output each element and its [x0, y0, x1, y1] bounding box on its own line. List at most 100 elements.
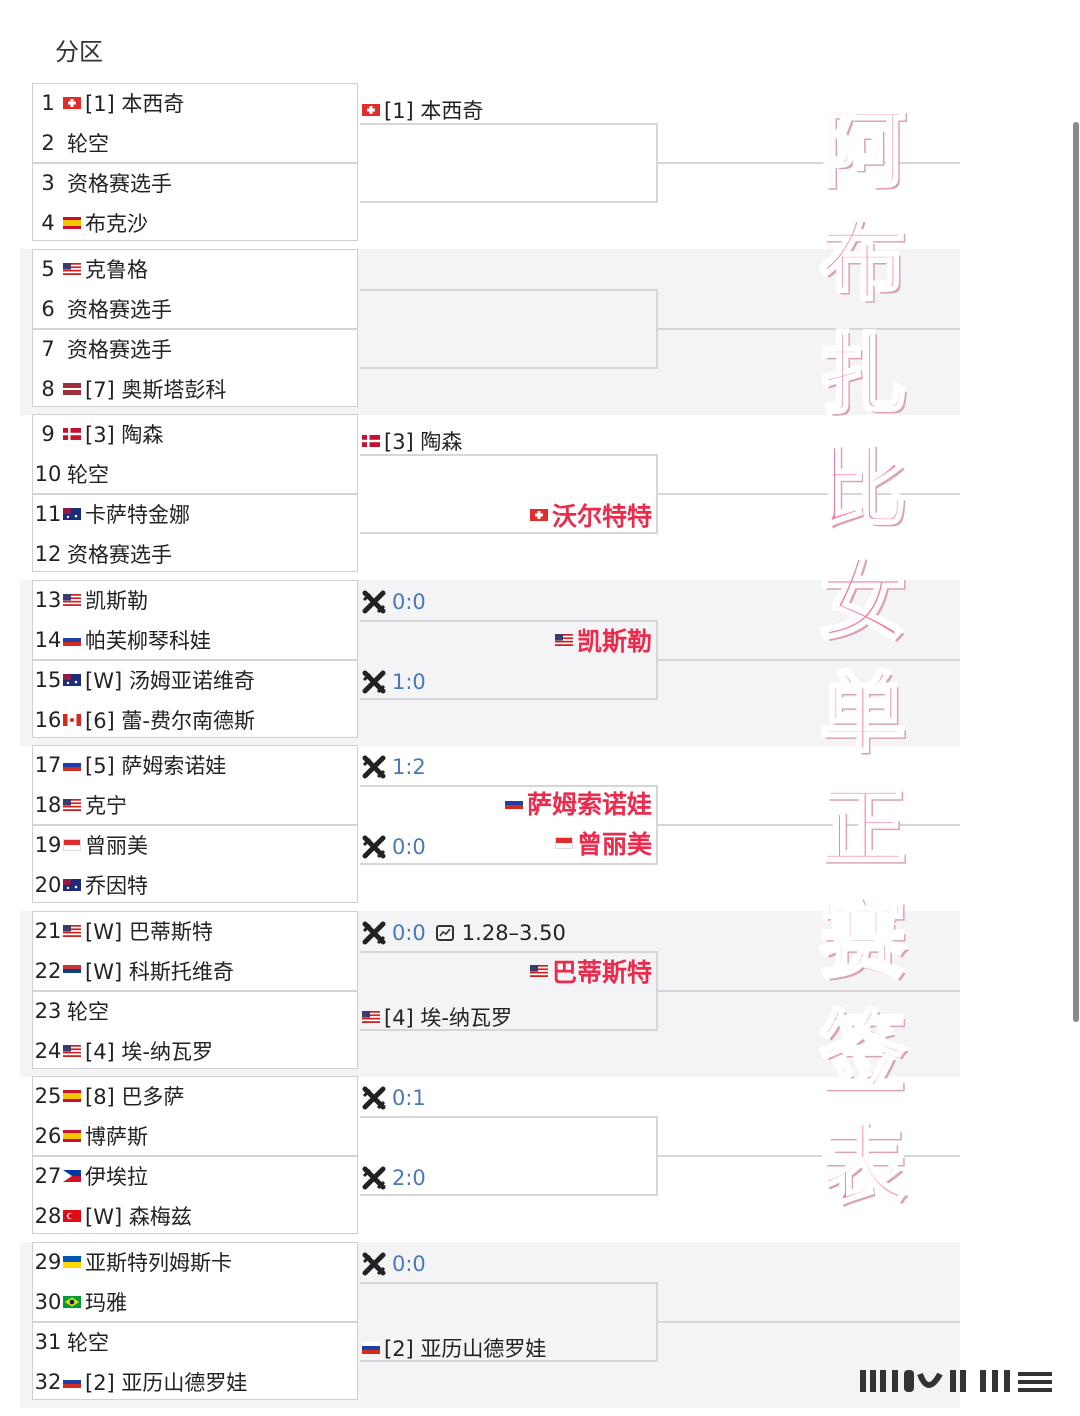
draw-entry[interactable]: 9[3] 陶森 — [33, 414, 163, 454]
flag-usa-icon — [63, 924, 81, 937]
flag-esp-icon — [63, 1090, 81, 1102]
flag-den-icon — [63, 428, 81, 440]
draw-entry[interactable]: 5 克鲁格 — [33, 249, 148, 289]
draw-position: 10 — [34, 462, 62, 486]
player-name: 帕芙柳琴科娃 — [85, 628, 211, 653]
match-score[interactable]: 1:2 — [362, 755, 426, 779]
odds-value: 1.28–3.50 — [461, 920, 566, 945]
player-name: [1] 本西奇 — [384, 99, 484, 123]
draw-entry[interactable]: 1[1] 本西奇 — [33, 83, 184, 123]
draw-entry[interactable]: 24[4] 埃-纳瓦罗 — [33, 1031, 213, 1071]
title-character: 赛 — [819, 889, 908, 992]
match-score[interactable]: 1:0 — [362, 670, 426, 694]
draw-entry[interactable]: 21[W] 巴蒂斯特 — [33, 911, 213, 951]
draw-position: 17 — [34, 753, 62, 777]
draw-position: 25 — [34, 1084, 62, 1108]
flag-usa-icon — [63, 1044, 81, 1057]
player-name: 卡萨特金娜 — [85, 503, 190, 527]
flag-esp-icon — [63, 1130, 81, 1142]
draw-position: 24 — [34, 1038, 62, 1063]
flag-ukr-icon — [63, 1255, 81, 1268]
title-character: 表 — [819, 1115, 908, 1218]
draw-position: 5 — [41, 256, 55, 281]
second-round-connector — [360, 1281, 658, 1362]
third-round-line — [658, 1155, 960, 1157]
player-name: [2] 亚历山德罗娃 — [384, 1336, 547, 1361]
scrollbar[interactable] — [1073, 122, 1079, 1022]
flag-tur-icon — [63, 1210, 81, 1222]
draw-position: 2 — [41, 131, 55, 155]
player-name: [4] 埃-纳瓦罗 — [384, 1005, 512, 1030]
match-versus-icon — [362, 921, 386, 944]
draw-entry[interactable]: 28[W] 森梅兹 — [33, 1196, 192, 1236]
match-score[interactable]: 0:0 — [362, 590, 426, 614]
draw-position: 22 — [34, 958, 62, 983]
second-round-entry: [3] 陶森 — [362, 426, 462, 456]
draw-entry[interactable]: 15[W] 汤姆亚诺维奇 — [33, 660, 255, 700]
pair-divider — [33, 162, 357, 164]
score-value: 2:0 — [392, 1166, 426, 1190]
third-round-line — [658, 493, 960, 495]
flag-usa-icon — [63, 799, 81, 811]
flag-bra-icon — [63, 1295, 81, 1308]
player-name: 曾丽美 — [576, 830, 652, 859]
match-score[interactable]: 0:0 — [362, 835, 426, 859]
title-character: 正 — [819, 776, 908, 879]
second-round-connector — [360, 454, 658, 534]
match-score[interactable]: 0:1 — [362, 1086, 426, 1110]
title-character: 布 — [819, 211, 908, 314]
match-score[interactable]: 0:0 — [362, 1252, 426, 1276]
pair-divider — [33, 1155, 357, 1157]
draw-position: 12 — [34, 542, 62, 566]
player-name: 克宁 — [85, 794, 127, 818]
draw-position: 23 — [34, 998, 62, 1023]
draw-entry[interactable]: 22[W] 科斯托维奇 — [33, 951, 234, 991]
second-round-connector — [360, 950, 658, 1031]
draw-position: 3 — [41, 171, 55, 195]
draw-position: 27 — [34, 1164, 62, 1188]
draw-position: 26 — [34, 1124, 62, 1148]
match-versus-icon — [362, 1086, 386, 1110]
score-value: 0:0 — [392, 589, 426, 614]
draw-entry[interactable]: 8[7] 奥斯塔彭科 — [33, 369, 226, 409]
player-name: [W] 汤姆亚诺维奇 — [85, 668, 255, 693]
draw-entry[interactable]: 17[5] 萨姆索诺娃 — [33, 745, 227, 785]
match-score[interactable]: 2:0 — [362, 1166, 426, 1190]
draw-entry[interactable]: 16[6] 蕾-费尔南德斯 — [33, 700, 255, 740]
draw-position: 31 — [34, 1329, 62, 1354]
title-character: 女 — [819, 550, 908, 653]
player-name: 克鲁格 — [85, 257, 148, 282]
draw-entry[interactable]: 25[8] 巴多萨 — [33, 1076, 185, 1116]
second-round-entry: [2] 亚历山德罗娃 — [362, 1333, 546, 1363]
second-round-connector — [360, 1116, 658, 1196]
player-name: 轮空 — [67, 999, 109, 1024]
third-round-line — [658, 1320, 960, 1323]
draw-position: 8 — [41, 376, 55, 401]
draw-position: 19 — [34, 833, 62, 857]
odds: 1.28–3.50 — [435, 920, 566, 945]
draw-entry[interactable]: 32[2] 亚历山德罗娃 — [33, 1362, 248, 1402]
player-name: 亚斯特列姆斯卡 — [85, 1250, 232, 1275]
